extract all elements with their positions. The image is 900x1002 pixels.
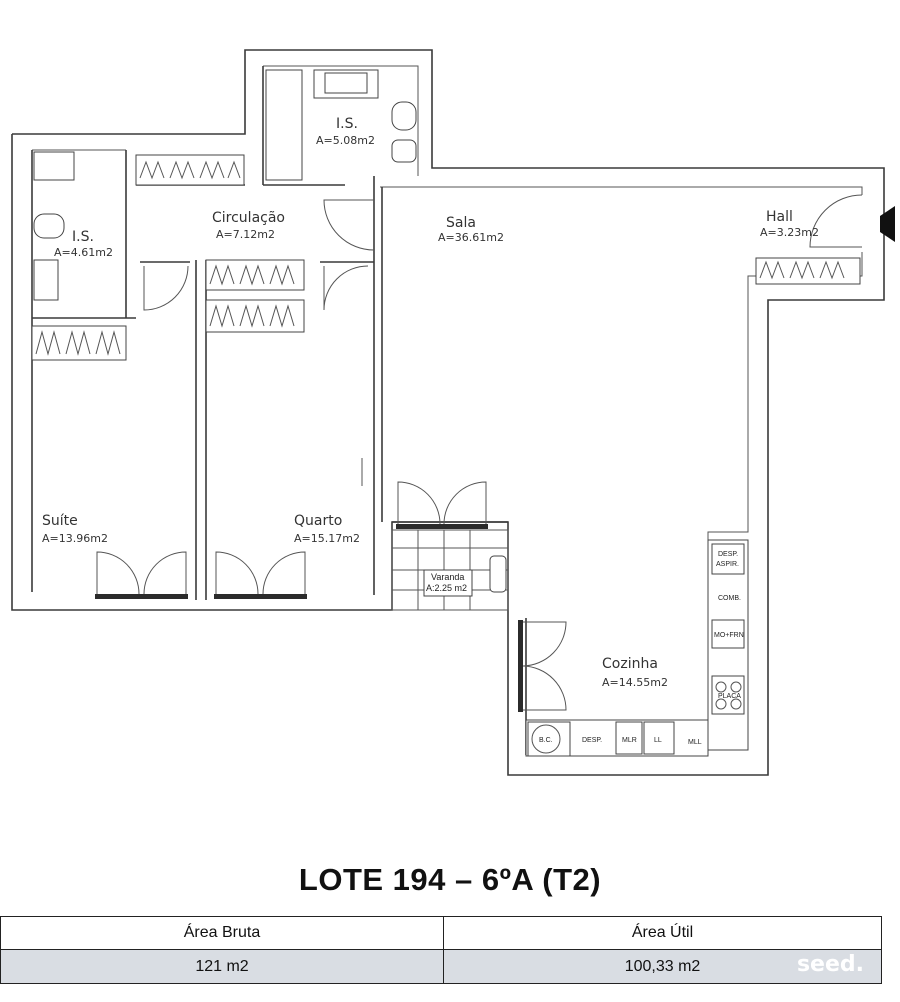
room-name: Quarto	[294, 513, 342, 529]
value-area-bruta: 121 m2	[0, 949, 444, 984]
room-name: I.S.	[72, 229, 94, 245]
table-header-row: Área Bruta Área Útil	[0, 916, 882, 950]
room-area: A=13.96m2	[42, 532, 108, 545]
table-row: 121 m2 100,33 m2	[0, 949, 882, 984]
header-area-util: Área Útil	[443, 916, 882, 950]
room-name: Circulação	[212, 210, 285, 226]
bathroom-fixtures	[33, 69, 417, 301]
appliance-label: MO+FRN	[714, 632, 744, 639]
page-title: LOTE 194 – 6ºA (T2)	[298, 862, 602, 897]
appliance-label: MLL	[688, 739, 702, 746]
room-name: I.S.	[336, 116, 358, 132]
appliance-label: DESP.	[582, 737, 602, 744]
value-area-util: 100,33 m2	[443, 949, 882, 984]
wardrobes	[31, 154, 861, 361]
room-area: A=36.61m2	[438, 231, 504, 244]
header-area-bruta: Área Bruta	[0, 916, 444, 950]
areas-table: Área Bruta Área Útil 121 m2 100,33 m2	[0, 916, 882, 984]
room-name: Suíte	[42, 513, 78, 529]
appliance-label: ASPIR.	[716, 561, 739, 568]
appliance-label: DESP.	[718, 551, 738, 558]
room-name: Cozinha	[602, 656, 658, 672]
appliance-label: COMB.	[718, 595, 741, 602]
room-area: A=3.23m2	[760, 226, 819, 239]
appliance-label: LL	[654, 737, 662, 744]
room-labels: I.S. A=5.08m2 Circulação A=7.12m2 Sala A…	[42, 116, 819, 689]
room-area: A=4.61m2	[54, 246, 113, 259]
room-area: A=14.55m2	[602, 676, 668, 689]
brand-logo: seed.	[796, 952, 864, 977]
room-name: Sala	[446, 215, 476, 231]
appliance-label: PLACA	[718, 693, 741, 700]
varanda-name: Varanda	[431, 572, 464, 582]
room-name: Hall	[766, 209, 793, 225]
varanda-tiles	[391, 529, 509, 611]
kitchen-counters	[525, 539, 749, 757]
windows	[95, 481, 567, 712]
appliance-label: B.C.	[539, 737, 553, 744]
varanda-area: A:2.25 m2	[426, 583, 467, 593]
appliance-label: MLR	[622, 737, 637, 744]
appliance-labels: DESP. ASPIR. COMB. MO+FRN PLACA B.C. DES…	[539, 551, 744, 746]
floor-plan: I.S. A=5.08m2 Circulação A=7.12m2 Sala A…	[11, 49, 895, 776]
room-area: A=15.17m2	[294, 532, 360, 545]
room-area: A=5.08m2	[316, 134, 375, 147]
doors	[143, 194, 895, 311]
room-area: A=7.12m2	[216, 228, 275, 241]
